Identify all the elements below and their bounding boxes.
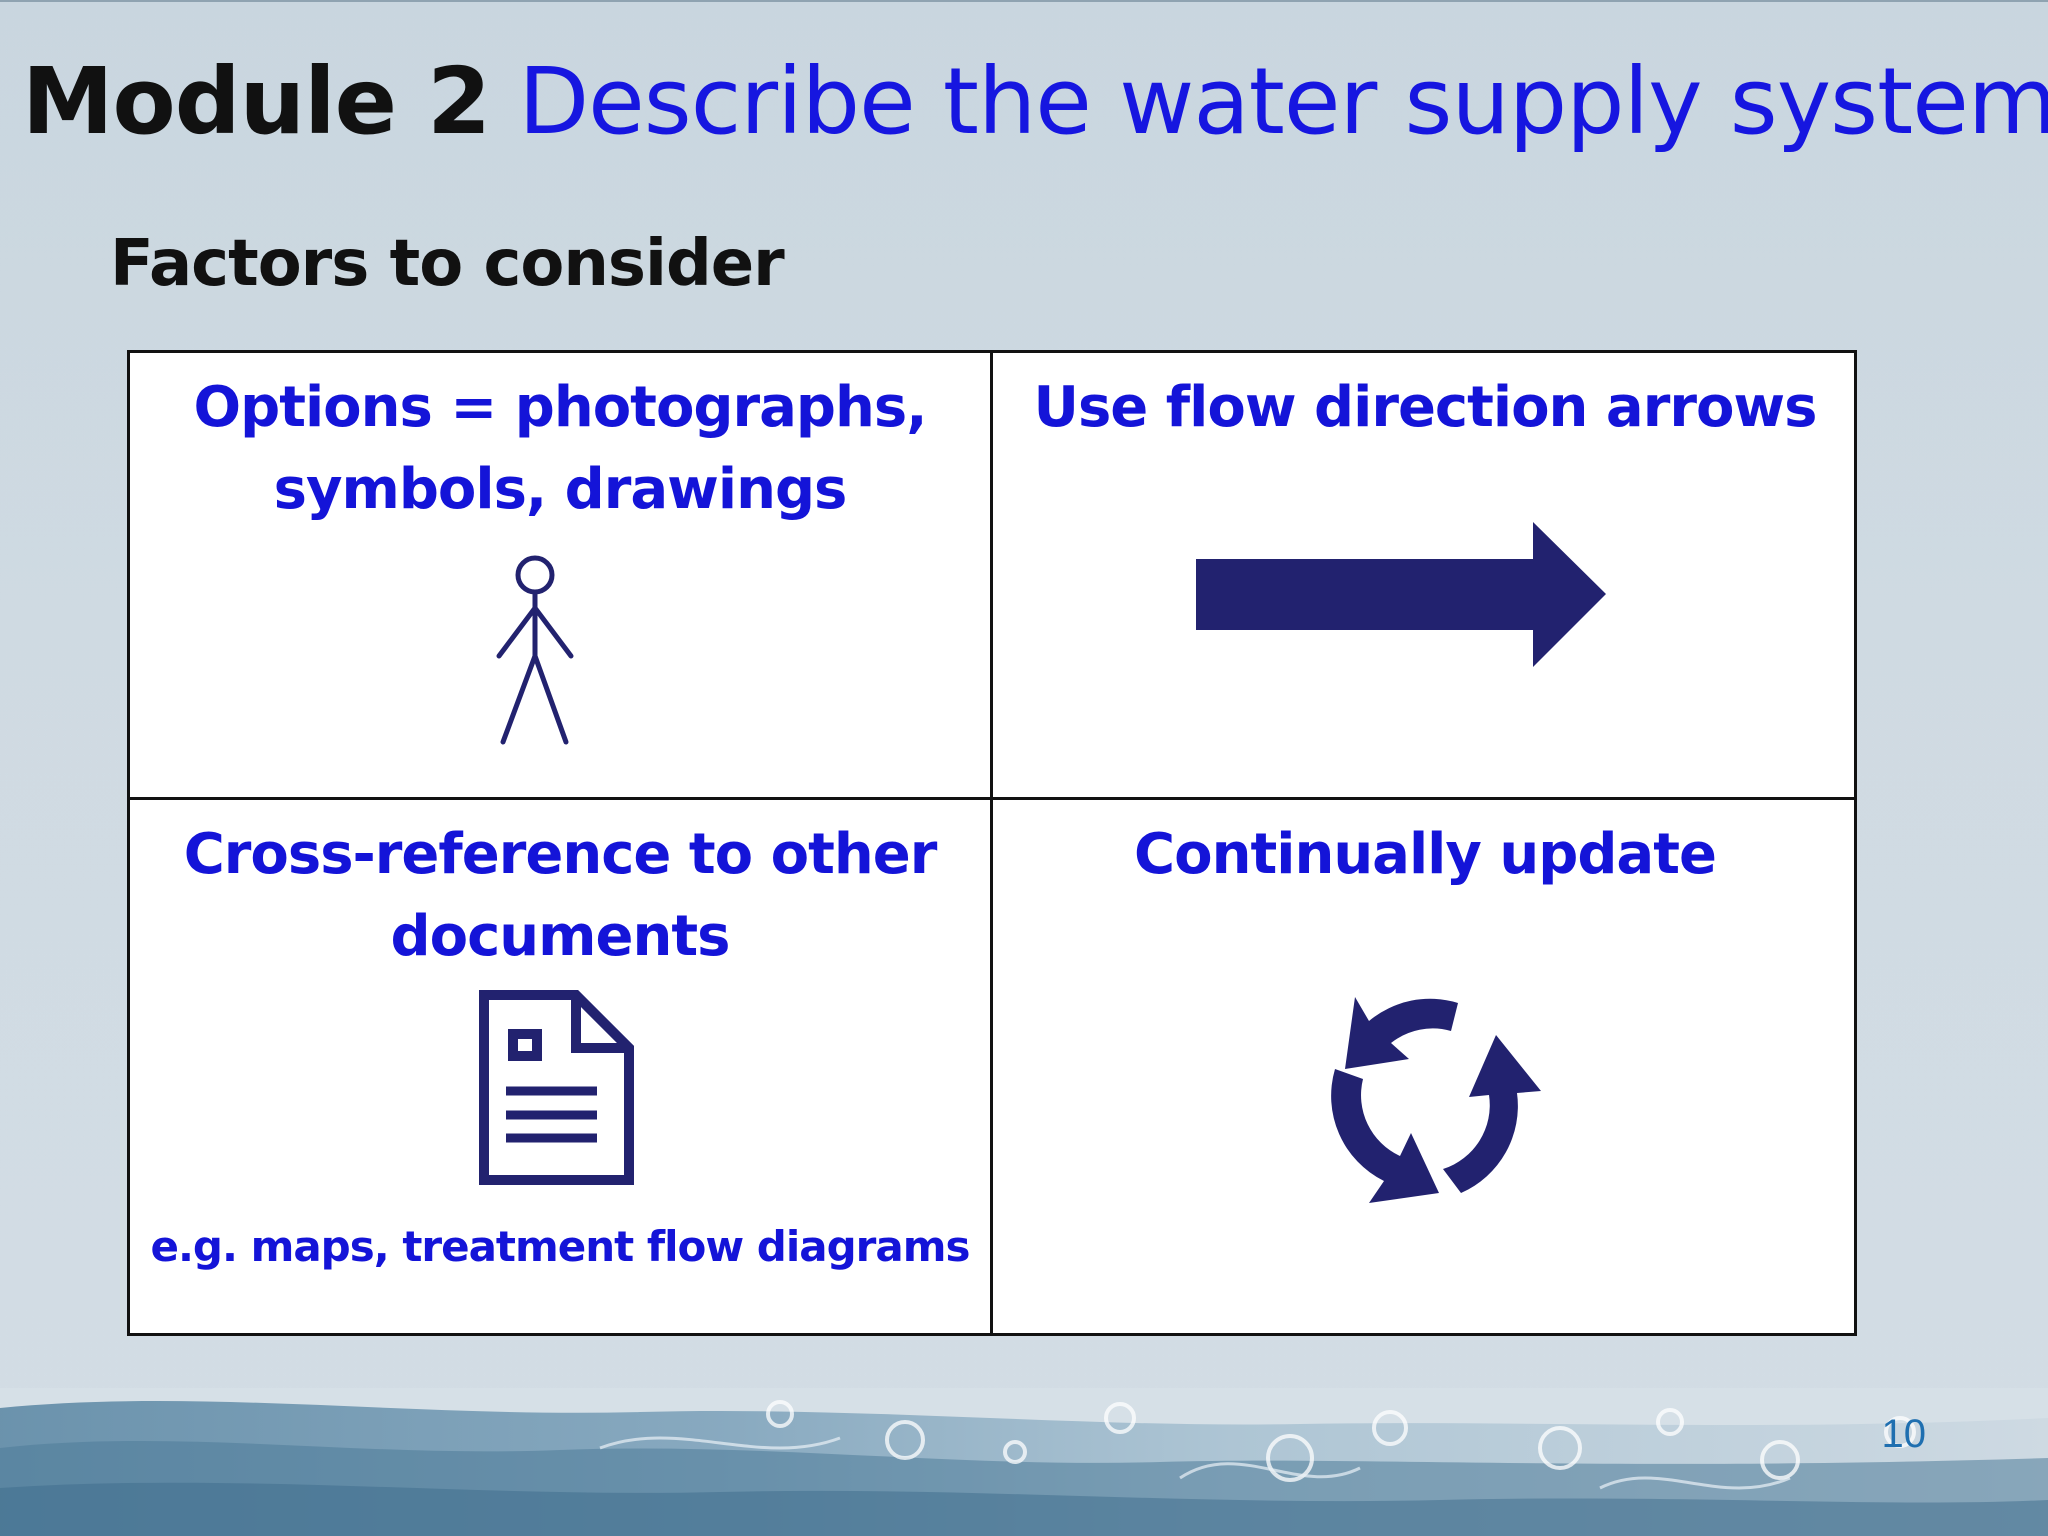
refresh-cycle-icon [1331, 997, 1541, 1203]
cell-cross-reference-line-1: Cross-reference to other [183, 822, 938, 887]
cell-cross-reference-line-2: documents [390, 904, 731, 969]
page-number: 10 [1881, 1412, 1927, 1456]
cell-flow-arrows-title: Use flow direction arrows [993, 367, 1857, 449]
slide-title: Module 2 Describe the water supply syste… [22, 42, 2048, 162]
cell-cross-reference: Cross-reference to other documents e.g. … [130, 800, 993, 1333]
cell-continually-update-line-1: Continually update [1134, 822, 1717, 887]
cell-continually-update: Continually update [993, 800, 1857, 1333]
slide-title-prefix: Module 2 [22, 48, 491, 155]
cell-flow-arrows-line-1: Use flow direction arrows [1033, 375, 1818, 440]
stick-figure-icon [496, 555, 574, 745]
cell-options-title: Options = photographs, symbols, drawings [130, 367, 990, 531]
cell-cross-reference-note: e.g. maps, treatment flow diagrams [150, 1222, 970, 1271]
water-splash-footer [0, 1388, 2048, 1536]
cell-options-line-1: Options = photographs, [193, 375, 928, 440]
factors-grid: Options = photographs, symbols, drawings… [127, 350, 1857, 1336]
cell-flow-arrows: Use flow direction arrows [993, 353, 1857, 800]
cell-options-line-2: symbols, drawings [273, 457, 848, 522]
document-icon [479, 990, 634, 1185]
cell-options: Options = photographs, symbols, drawings [130, 353, 993, 800]
cell-cross-reference-title: Cross-reference to other documents [130, 814, 990, 978]
cell-continually-update-title: Continually update [993, 814, 1857, 896]
top-border-line [0, 0, 2048, 2]
arrow-right-icon [1196, 522, 1606, 667]
slide-subtitle: Factors to consider [110, 227, 785, 301]
slide-title-main: Describe the water supply system [518, 48, 2048, 155]
